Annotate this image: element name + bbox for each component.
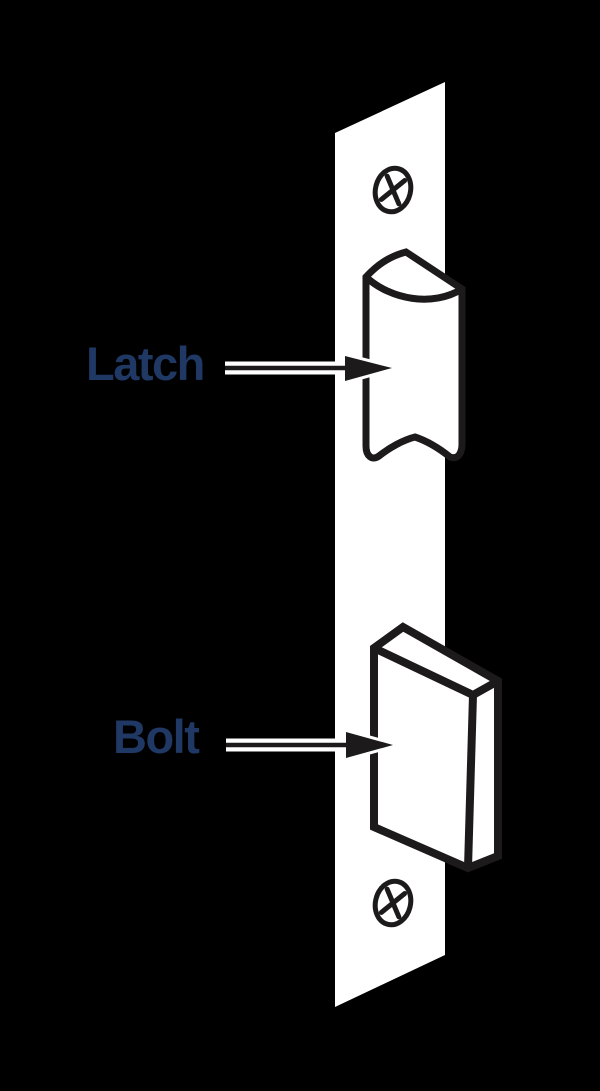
screw-icon-bottom	[372, 878, 414, 928]
latch-outline	[362, 248, 466, 462]
latch-bevel-curve	[363, 274, 464, 303]
latch-arrowhead	[345, 356, 392, 381]
bolt-inner-edges	[372, 644, 500, 869]
bolt-shape	[370, 622, 502, 873]
bolt-arrowhead	[346, 732, 393, 758]
latch-arrow	[225, 352, 404, 385]
bolt-arrow	[226, 728, 405, 762]
faceplate	[335, 82, 445, 1007]
screw-icon-top	[372, 165, 414, 215]
latch-shape	[362, 248, 466, 462]
latch-label: Latch	[86, 337, 205, 390]
screw-x-slot	[378, 886, 408, 920]
screw-x-slot	[378, 173, 408, 207]
bolt-label: Bolt	[113, 710, 200, 763]
